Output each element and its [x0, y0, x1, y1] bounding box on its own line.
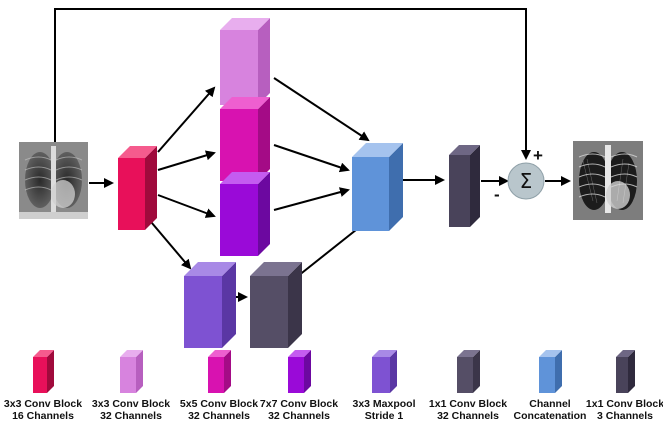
legend-swatch-2 [208, 350, 231, 393]
legend-swatch-4 [372, 350, 397, 393]
legend-label-6-line2: Concatenation [514, 410, 587, 422]
output-xray-image [573, 141, 643, 220]
legend-label-7-line1: 1x1 Conv Block [586, 398, 663, 410]
legend-label-1-line2: 32 Channels [100, 410, 162, 422]
arrow-conv3-to-b3 [157, 194, 216, 218]
legend-label-3-line1: 7x7 Conv Block [260, 398, 338, 410]
minus-sign: - [494, 185, 500, 204]
blocks-layer [118, 18, 480, 348]
block-conv1x1-32 [250, 262, 302, 348]
block-concat [352, 143, 403, 231]
arrow-b3-to-concat [273, 187, 350, 211]
block-maxpool [184, 262, 236, 348]
block-conv3x3-32 [220, 18, 270, 105]
legend-swatch-6 [539, 350, 562, 393]
legend-label-4-line1: 3x3 Maxpool [352, 398, 415, 410]
arrow-conv3-to-b1 [157, 86, 216, 153]
legend-label-0-line1: 3x3 Conv Block [4, 398, 82, 410]
legend-label-7-line2: 3 Channels [597, 410, 653, 422]
legend-label-0-line2: 16 Channels [12, 410, 74, 422]
legend-label-6-line1: Channel [529, 398, 571, 410]
legend-label-5-line1: 1x1 Conv Block [429, 398, 507, 410]
legend-label-3-line2: 32 Channels [268, 410, 330, 422]
legend-label-5-line2: 32 Channels [437, 410, 499, 422]
legend-label-2-line2: 32 Channels [188, 410, 250, 422]
input-xray-image [19, 142, 88, 219]
block-conv1x1-3 [449, 145, 480, 227]
block-conv3x3-16 [118, 146, 157, 230]
legend-swatch-7 [616, 350, 635, 393]
legend-swatch-3 [288, 350, 311, 393]
sigma-symbol: Σ [520, 169, 533, 193]
legend-swatch-1 [120, 350, 143, 393]
arrow-b2-to-concat [273, 144, 350, 173]
plus-sign: + [533, 146, 543, 165]
arrow-conv3-to-maxpool [145, 215, 192, 270]
skip-connection-line [54, 8, 531, 160]
legend-label-2-line1: 5x5 Conv Block [180, 398, 258, 410]
block-conv7x7-32 [220, 172, 270, 256]
summation-circle [507, 162, 545, 200]
block-conv5x5-32 [220, 97, 270, 181]
summation-node: Σ + - [494, 146, 545, 204]
legend-swatch-5 [457, 350, 480, 393]
arrow-conv3-to-b2 [157, 150, 216, 171]
legend-label-4-line2: Stride 1 [365, 410, 404, 422]
legend-swatch-0 [33, 350, 54, 393]
arrow-b1-to-concat [273, 77, 370, 142]
legend-label-1-line1: 3x3 Conv Block [92, 398, 170, 410]
